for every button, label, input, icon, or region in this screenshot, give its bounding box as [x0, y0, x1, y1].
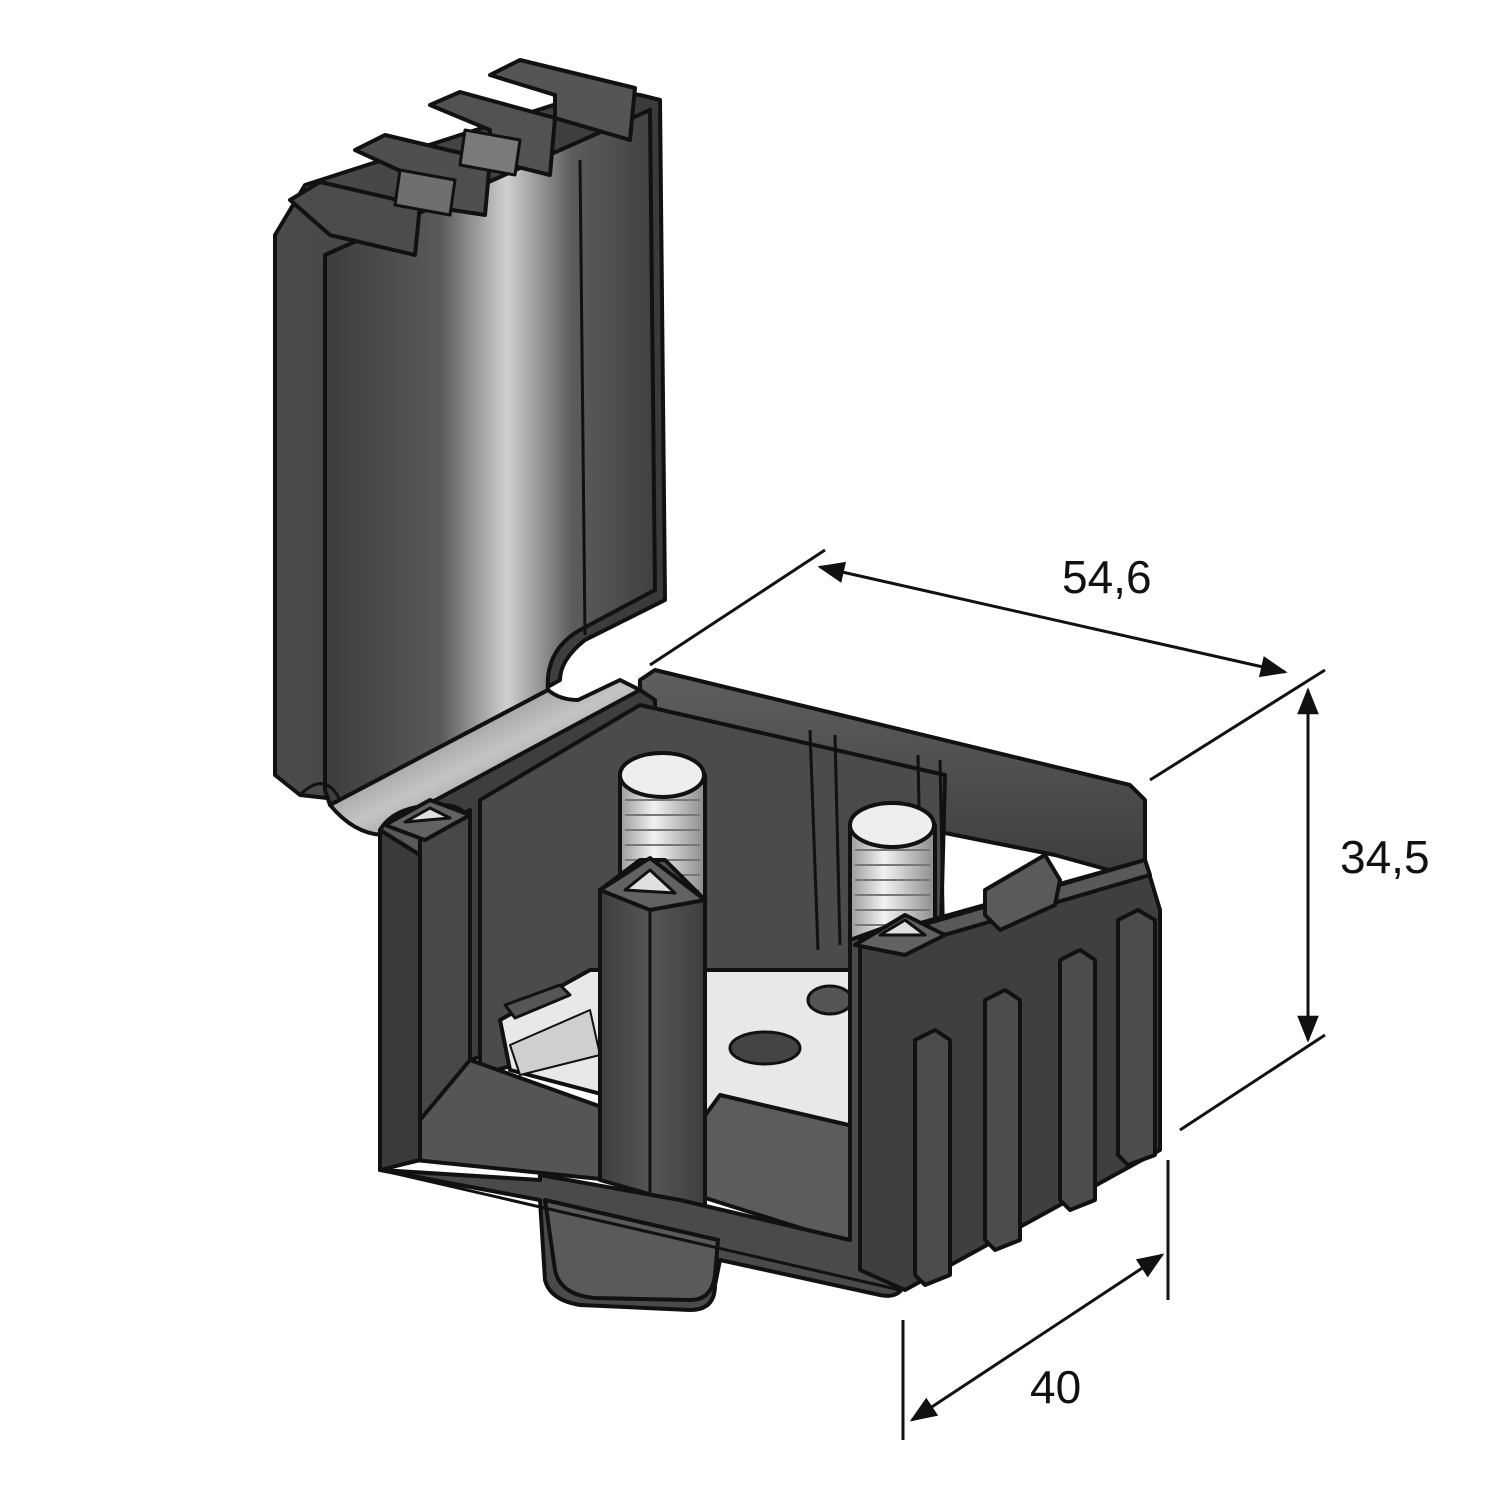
base-body	[378, 668, 1162, 1312]
dimension-label-width: 40	[1030, 1361, 1081, 1413]
plate-hole	[806, 984, 854, 1016]
extension-line	[1149, 668, 1326, 782]
dimension-line-length	[817, 561, 1288, 678]
dimension-label-height: 34,5	[1340, 831, 1430, 883]
dimension-lines	[649, 548, 1326, 1440]
center-divider	[598, 856, 707, 1212]
plate-hole	[728, 1030, 802, 1066]
extension-line	[649, 548, 826, 667]
dimension-line-width	[909, 1253, 1165, 1422]
extension-line	[1179, 1033, 1326, 1132]
dimension-label-length: 54,6	[1062, 551, 1152, 603]
